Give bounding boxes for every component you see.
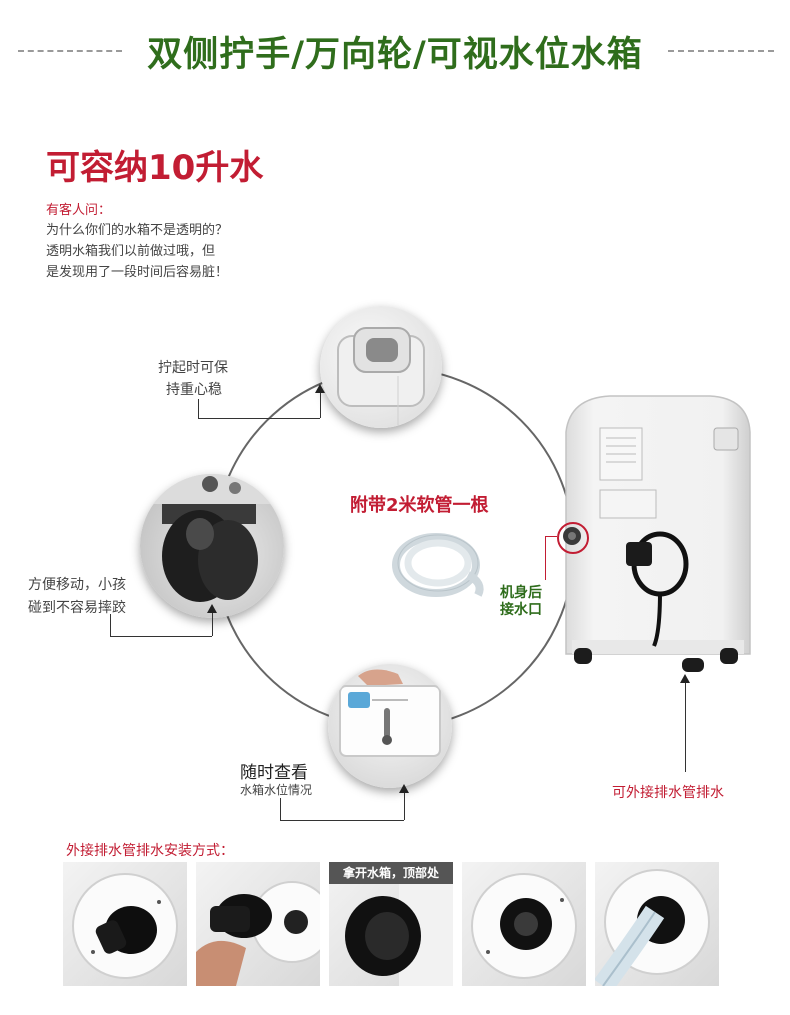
handle-callout-line (198, 399, 199, 418)
port-label-2: 接水口 (500, 602, 542, 618)
drain-callout-line (685, 682, 686, 772)
capacity-title: 可容纳10升水 (46, 148, 264, 188)
hose-connected-icon (595, 869, 710, 986)
coiled-hose-icon (392, 533, 484, 597)
dehumidifier-back-image (563, 395, 751, 672)
water-level-window-icon (339, 669, 441, 757)
drain-cap-icon (72, 873, 178, 979)
water-tank-photo (328, 664, 452, 788)
install-step-3: 拿开水箱，顶部处 (329, 862, 453, 986)
top-port-icon (345, 882, 453, 986)
header-dash-right (668, 50, 774, 52)
tank-label-sub: 水箱水位情况 (240, 783, 313, 797)
caster-wheel-icon (140, 474, 284, 602)
tank-callout-base (280, 820, 404, 821)
drain-label: 可外接排水管排水 (612, 785, 724, 801)
wheel-label-2: 碰到不容易摔跤 (28, 600, 126, 616)
wheel-callout-line (110, 614, 111, 636)
qa-line-3: 是发现用了一段时间后容易脏！ (46, 265, 229, 280)
install-step-1 (63, 862, 187, 986)
install-step-2 (196, 862, 320, 986)
qa-label: 有客人问： (46, 203, 112, 218)
install-title: 外接排水管排水安装方式： (66, 843, 234, 859)
tank-arrow-icon (399, 784, 409, 793)
drain-arrow-icon (680, 674, 690, 683)
port-label-1: 机身后 (500, 585, 542, 601)
qa-line-2: 透明水箱我们以前做过哦，但 (46, 244, 216, 259)
wheel-callout-riser (212, 612, 213, 636)
qa-line-1: 为什么你们的水箱不是透明的？ (46, 223, 229, 238)
handle-icon (337, 327, 425, 426)
handle-label-1: 拧起时可保 (158, 360, 228, 376)
handle-photo (320, 306, 442, 428)
wheel-label-1: 方便移动，小孩 (28, 577, 126, 593)
tank-callout-riser (404, 792, 405, 820)
header-dash-left (18, 50, 122, 52)
open-port-icon (471, 873, 577, 979)
port-pointer-drop (545, 536, 546, 580)
handle-arrow-icon (315, 384, 325, 393)
remove-cap-icon (196, 881, 320, 986)
wheel-callout-base (110, 636, 212, 637)
install-step-5 (595, 862, 719, 986)
install-step-3-badge: 拿开水箱，顶部处 (329, 862, 453, 884)
drain-port-marker (557, 522, 589, 554)
handle-label-2: 持重心稳 (166, 382, 222, 398)
hose-title: 附带2米软管一根 (350, 495, 489, 516)
handle-callout-base (198, 418, 320, 419)
install-step-4 (462, 862, 586, 986)
handle-callout-riser (320, 392, 321, 418)
tank-label-title: 随时查看 (240, 763, 308, 783)
port-pointer-line (545, 536, 557, 537)
wheel-photo (140, 474, 284, 618)
wheel-arrow-icon (207, 604, 217, 613)
tank-callout-line (280, 798, 281, 820)
header-title: 双侧拧手/万向轮/可视水位水箱 (147, 35, 643, 75)
